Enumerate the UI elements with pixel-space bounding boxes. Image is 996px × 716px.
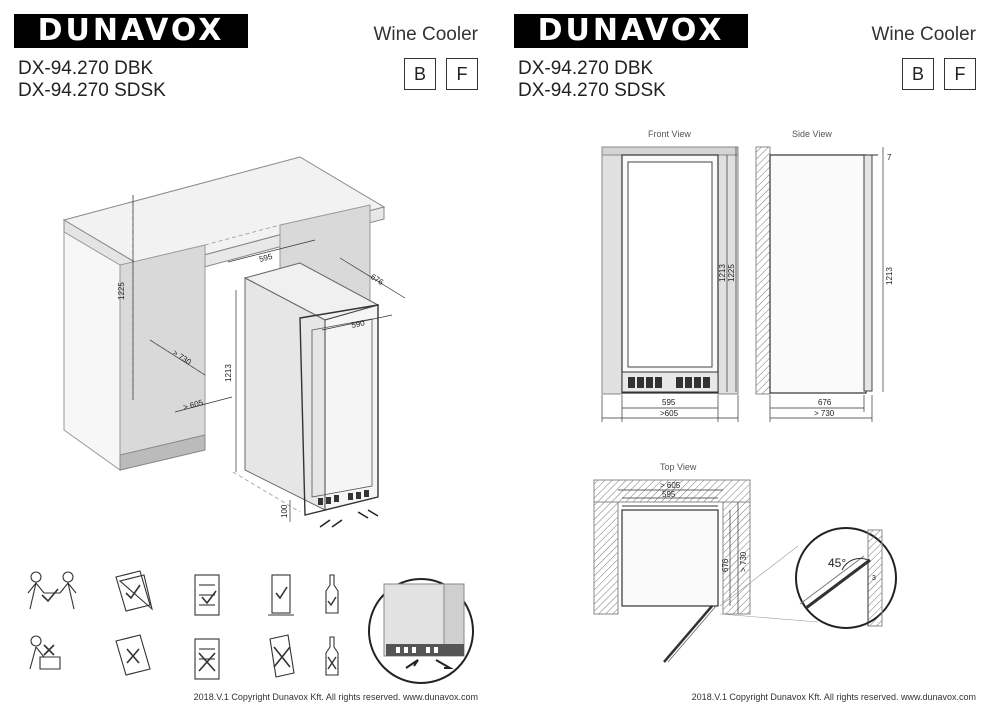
front-dim-width-niche: >605 bbox=[660, 409, 679, 418]
door-option-b: B bbox=[404, 58, 436, 90]
side-dim-depth-niche: > 730 bbox=[814, 409, 835, 418]
hinge-angle-label: 45° bbox=[828, 556, 846, 570]
front-dim-height-niche: 1225 bbox=[727, 264, 736, 282]
model-line-2: DX-94.270 SDSK bbox=[518, 80, 666, 101]
bottle-x-icon bbox=[325, 636, 339, 676]
front-dim-width-unit: 595 bbox=[662, 398, 676, 407]
model-line-1: DX-94.270 DBK bbox=[518, 58, 654, 79]
isometric-installation-diagram: 1225 > 730 > 605 595 676 590 1213 100 bbox=[62, 156, 406, 528]
top-dim-niche-width: > 605 bbox=[660, 481, 681, 490]
dim-plinth: 100 bbox=[280, 504, 289, 518]
side-dim-height: 1213 bbox=[885, 267, 894, 285]
handling-icons bbox=[27, 570, 339, 680]
side-view: 7 1213 676 > 730 bbox=[755, 146, 894, 422]
model-line-2: DX-94.270 SDSK bbox=[18, 80, 166, 101]
door-option-f: F bbox=[944, 58, 976, 90]
shelf-ok-icon bbox=[194, 574, 220, 616]
dim-unit-width: 595 bbox=[258, 252, 274, 264]
side-dim-depth-unit: 676 bbox=[818, 398, 832, 407]
product-name: Wine Cooler bbox=[373, 24, 478, 45]
shelf-x-icon bbox=[194, 638, 220, 680]
dim-niche-height: 1225 bbox=[117, 282, 126, 300]
one-person-carry-icon bbox=[29, 635, 61, 670]
top-view-title: Top View bbox=[660, 462, 697, 472]
right-panel: DUNAVOX Wine Cooler DX-94.270 DBK DX-94.… bbox=[498, 0, 996, 716]
dim-top-width: 590 bbox=[351, 318, 366, 330]
door-option-b: B bbox=[902, 58, 934, 90]
door-options: B F bbox=[404, 58, 478, 90]
dim-unit-height: 1213 bbox=[224, 364, 233, 382]
brand-logo: DUNAVOX bbox=[514, 14, 748, 48]
front-view: 1213 1225 595 >605 bbox=[601, 146, 739, 422]
dim-unit-depth: 676 bbox=[369, 272, 386, 287]
plinth-detail-circle bbox=[368, 578, 474, 684]
top-dim-unit-depth: 676 bbox=[721, 558, 730, 572]
cooler-upright-icon bbox=[268, 574, 294, 616]
footer-copyright: 2018.V.1 Copyright Dunavox Kft. All righ… bbox=[691, 692, 976, 702]
door-options: B F bbox=[902, 58, 976, 90]
side-view-title: Side View bbox=[792, 129, 832, 139]
two-person-carry-icon bbox=[27, 571, 77, 610]
technical-views-diagram: Front View 1213 1225 595 >605 Side View bbox=[593, 129, 897, 663]
side-dim-top: 7 bbox=[887, 153, 892, 162]
bottle-ok-icon bbox=[325, 574, 339, 614]
cooler-tilted-icon bbox=[269, 634, 295, 678]
hinge-gap-label: 3 bbox=[872, 575, 876, 582]
front-dim-height-unit: 1213 bbox=[718, 264, 727, 282]
manual-ok-icon bbox=[115, 570, 153, 612]
brand-logo: DUNAVOX bbox=[14, 14, 248, 48]
top-dim-niche-depth: > 730 bbox=[739, 551, 748, 572]
model-line-1: DX-94.270 DBK bbox=[18, 58, 154, 79]
left-panel: DUNAVOX Wine Cooler DX-94.270 DBK DX-94.… bbox=[14, 14, 478, 702]
top-view: > 605 595 676 > 730 bbox=[593, 479, 819, 663]
front-view-title: Front View bbox=[648, 129, 691, 139]
door-option-f: F bbox=[446, 58, 478, 90]
top-dim-unit-width: 595 bbox=[662, 490, 676, 499]
product-name: Wine Cooler bbox=[871, 24, 976, 45]
footer-copyright: 2018.V.1 Copyright Dunavox Kft. All righ… bbox=[193, 692, 478, 702]
hinge-detail-circle: 45° 3 bbox=[795, 527, 897, 629]
manual-x-icon bbox=[115, 634, 151, 676]
